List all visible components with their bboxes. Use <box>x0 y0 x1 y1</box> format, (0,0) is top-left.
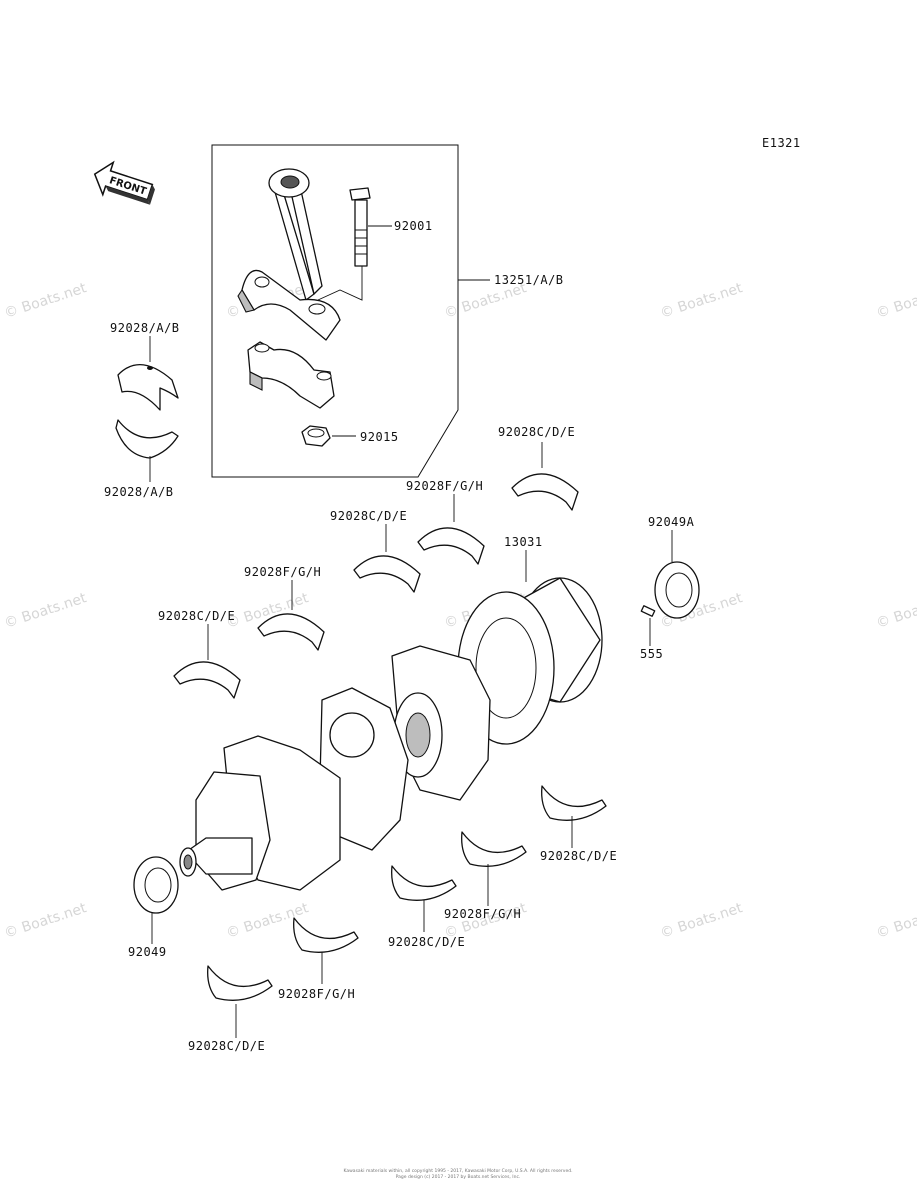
label-main-bearing-3[interactable]: 92028C/D/E <box>330 509 407 523</box>
label-con-rod-assy[interactable]: 13251/A/B <box>494 273 564 287</box>
label-main-bearing-2[interactable]: 92028F/G/H <box>406 479 483 493</box>
connecting-rod <box>237 168 341 341</box>
connecting-rod-cap <box>247 341 335 409</box>
rod-bearing-upper <box>117 363 179 411</box>
crankshaft-key <box>640 605 656 617</box>
label-main-bearing-1[interactable]: 92028C/D/E <box>498 425 575 439</box>
con-rod-bolt <box>317 187 371 301</box>
label-main-bearing-10[interactable]: 92028C/D/E <box>188 1039 265 1053</box>
front-arrow-icon: FRONT <box>93 160 155 205</box>
label-bolt[interactable]: 92001 <box>394 219 433 233</box>
oil-seal-right <box>654 561 700 619</box>
label-crankshaft[interactable]: 13031 <box>504 535 543 549</box>
label-main-bearing-6[interactable]: 92028C/D/E <box>540 849 617 863</box>
watermark: © Boats.net <box>874 590 917 632</box>
main-bearing-shells <box>173 473 607 1001</box>
label-oil-seal-right[interactable]: 92049A <box>648 515 695 529</box>
label-rod-bearing-top[interactable]: 92028/A/B <box>110 321 180 335</box>
rod-bearing-lower <box>115 419 179 459</box>
con-rod-nut <box>301 425 331 447</box>
label-oil-seal-left[interactable]: 92049 <box>128 945 167 959</box>
label-main-bearing-9[interactable]: 92028F/G/H <box>278 987 355 1001</box>
label-main-bearing-5[interactable]: 92028C/D/E <box>158 609 235 623</box>
label-rod-bearing-bottom[interactable]: 92028/A/B <box>104 485 174 499</box>
watermark: © Boats.net <box>2 590 89 632</box>
watermark: © Boats.net <box>874 900 917 942</box>
watermark: © Boats.net <box>2 280 89 322</box>
label-nut[interactable]: 92015 <box>360 430 399 444</box>
label-main-bearing-4[interactable]: 92028F/G/H <box>244 565 321 579</box>
leader-lines <box>149 225 673 1038</box>
watermark: © Boats.net <box>658 900 745 942</box>
label-key[interactable]: 555 <box>640 647 663 661</box>
crankshaft <box>179 577 603 891</box>
label-main-bearing-7[interactable]: 92028F/G/H <box>444 907 521 921</box>
footer-design: Page design (c) 2017 - 2017 by Boats.net… <box>396 1174 521 1180</box>
diagram-code: E1321 <box>762 136 801 150</box>
watermark: © Boats.net <box>874 280 917 322</box>
watermark: © Boats.net <box>2 900 89 942</box>
watermark: © Boats.net <box>658 280 745 322</box>
label-main-bearing-8[interactable]: 92028C/D/E <box>388 935 465 949</box>
oil-seal-left <box>133 856 179 914</box>
part-labels: 92001 13251/A/B 92015 92028/A/B 92028/A/… <box>104 219 695 1053</box>
footer-copyright: Kawasaki materials within, all copyright… <box>344 1168 573 1174</box>
con-rod-assembly-box <box>211 144 459 478</box>
